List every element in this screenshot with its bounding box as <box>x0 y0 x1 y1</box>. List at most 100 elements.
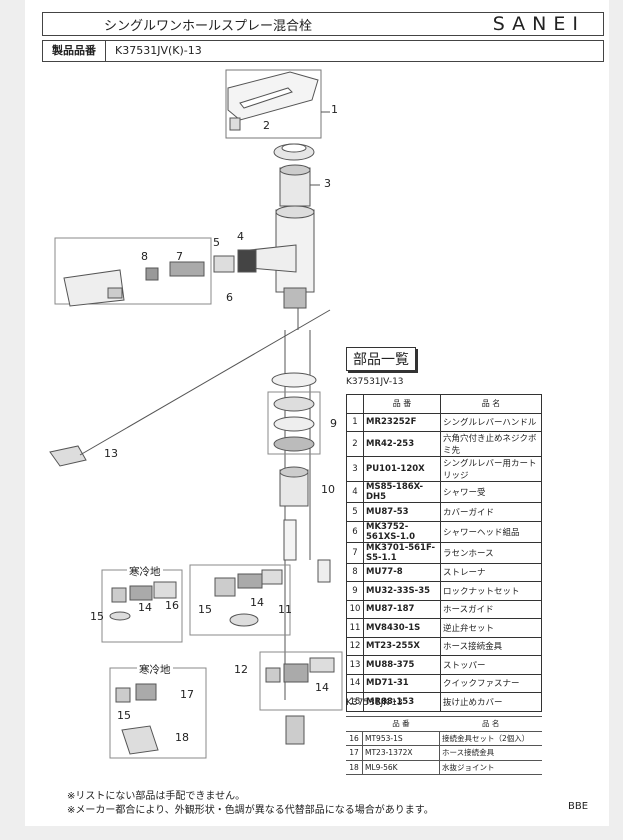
part-name: ストッパー <box>440 655 542 675</box>
row-number: 11 <box>346 618 364 638</box>
part-name: カバーガイド <box>440 502 542 522</box>
row-number: 9 <box>346 581 364 601</box>
parts-list-k-model: K37531JK-13 <box>346 698 403 708</box>
callout-15c: 15 <box>117 709 131 722</box>
row-number: 7 <box>346 541 364 564</box>
note-2: ※メーカー都合により、外観形状・色調が異なる代替部品になる場合があります。 <box>67 805 434 816</box>
table-header-name: 品 名 <box>440 394 542 414</box>
row-number: 12 <box>346 636 364 656</box>
part-name: クイックファスナー <box>440 673 542 693</box>
row-number: 10 <box>346 599 364 619</box>
callout-14c: 14 <box>315 681 329 694</box>
callout-16: 16 <box>165 599 179 612</box>
part-number: MS85-186X-DH5 <box>363 481 441 503</box>
row-number: 1 <box>346 412 364 432</box>
part-number: ML9-56K <box>362 759 440 775</box>
part-name: 六角穴付き止めネジクボミ先 <box>440 431 542 457</box>
row-number: 2 <box>346 431 364 457</box>
row-number: 17 <box>346 745 363 761</box>
part-number: MR42-253 <box>363 431 441 457</box>
brand-logo: SANEI <box>492 13 585 35</box>
footer-code: BBE <box>568 801 589 812</box>
row-number: 16 <box>346 730 363 746</box>
cold-region-label-2: 寒冷地 <box>137 662 173 677</box>
part-number: MU88-375 <box>363 655 441 675</box>
callout-6: 6 <box>226 291 233 304</box>
callout-7: 7 <box>176 250 183 263</box>
callout-13: 13 <box>104 447 118 460</box>
part-name: ラセンホース <box>440 541 542 564</box>
callout-15b: 15 <box>198 603 212 616</box>
product-row: 製品品番 K37531JV(K)-13 <box>42 40 604 62</box>
note-1: ※リストにない部品は手配できません。 <box>67 791 246 802</box>
part-number: PU101-120X <box>363 456 441 482</box>
callout-5: 5 <box>213 236 220 249</box>
callout-1: 1 <box>331 103 338 116</box>
table-k-header-pn: 品 番 <box>362 716 440 732</box>
row-number: 8 <box>346 562 364 582</box>
row-number: 14 <box>346 673 364 693</box>
callout-15a: 15 <box>90 610 104 623</box>
part-name: シングルレバー用カートリッジ <box>440 456 542 482</box>
callout-8: 8 <box>141 250 148 263</box>
page-title: シングルワンホールスプレー混合栓 <box>103 19 312 34</box>
row-number: 3 <box>346 456 364 482</box>
part-name: 抜け止めカバー <box>440 692 542 712</box>
callout-2: 2 <box>263 119 270 132</box>
part-number: MT23-255X <box>363 636 441 656</box>
part-name: ロックナットセット <box>440 581 542 601</box>
table-k-header-name: 品 名 <box>439 716 542 732</box>
row-number: 13 <box>346 655 364 675</box>
part-name: 水抜ジョイント <box>439 759 542 775</box>
callout-9: 9 <box>330 417 337 430</box>
callout-14b: 14 <box>250 596 264 609</box>
part-name: 接続金具セット（2個入） <box>439 730 542 746</box>
callout-4: 4 <box>237 230 244 243</box>
part-number: MK3752-561XS-1.0 <box>363 520 441 543</box>
callout-18: 18 <box>175 731 189 744</box>
part-name: ホース接続金具 <box>439 745 542 761</box>
product-number: K37531JV(K)-13 <box>115 44 202 57</box>
part-number: MT23-1372X <box>362 745 440 761</box>
callout-11: 11 <box>278 603 292 616</box>
product-label: 製品品番 <box>43 41 106 61</box>
part-number: MD71-31 <box>363 673 441 693</box>
row-number: 4 <box>346 481 364 503</box>
part-name: 逆止弁セット <box>440 618 542 638</box>
table-header-num <box>346 394 364 414</box>
part-number: MU77-8 <box>363 562 441 582</box>
header-box: シングルワンホールスプレー混合栓 SANEI <box>42 12 604 36</box>
row-number: 6 <box>346 520 364 543</box>
part-number: MU32-33S-35 <box>363 581 441 601</box>
callout-14a: 14 <box>138 601 152 614</box>
parts-list-title: 部品一覧 <box>346 347 416 371</box>
table-k-header-num <box>346 716 363 732</box>
part-number: MR23252F <box>363 412 441 432</box>
callout-17: 17 <box>180 688 194 701</box>
table-header-pn: 品 番 <box>363 394 441 414</box>
part-name: ストレーナ <box>440 562 542 582</box>
part-number: MU87-187 <box>363 599 441 619</box>
part-number: MT953-1S <box>362 730 440 746</box>
row-number: 5 <box>346 502 364 522</box>
cold-region-label-1: 寒冷地 <box>127 564 163 579</box>
